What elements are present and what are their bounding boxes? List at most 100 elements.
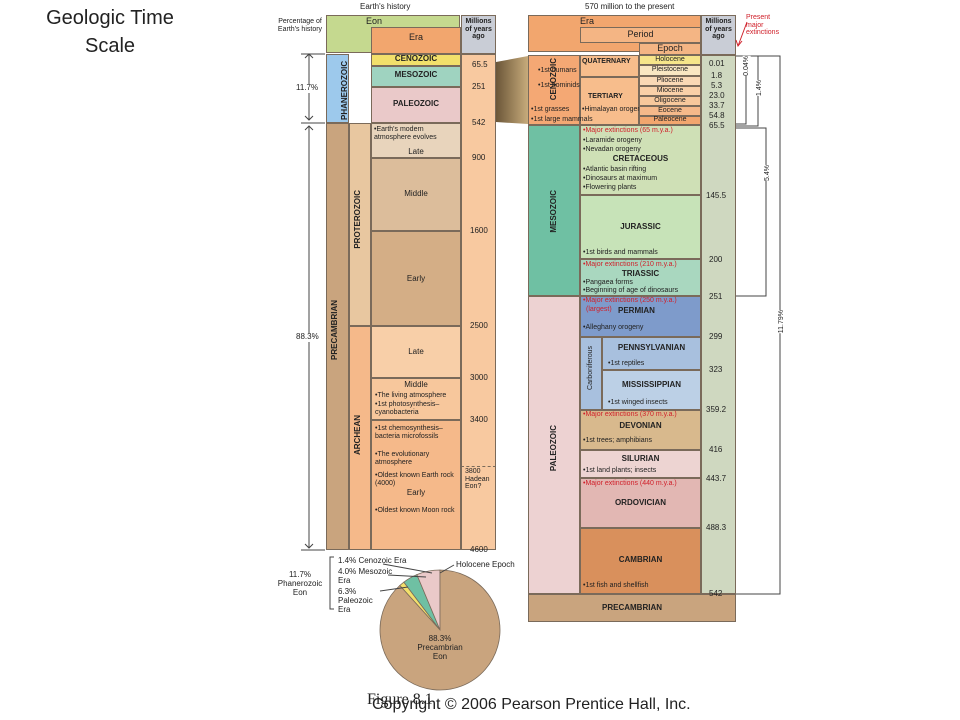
- paleozoic-era: [371, 87, 461, 123]
- archean-eon: [349, 326, 371, 550]
- arch-middle-label: Middle: [404, 380, 428, 389]
- mya-542: 542: [472, 118, 486, 127]
- mya-900: 900: [472, 153, 486, 162]
- rmya-251: 251: [709, 292, 723, 301]
- pct-004: 0.04%: [743, 56, 751, 76]
- prot-late-label: Late: [408, 147, 424, 156]
- paleozoic-label: PALEOZOIC: [392, 99, 440, 108]
- epoch-paleocene: [639, 116, 701, 125]
- mesozoic-label: MESOZOIC: [394, 70, 438, 79]
- carboniferous-label: Carboniferous: [587, 346, 594, 390]
- hadean-label: 3800 Hadean Eon?: [465, 468, 490, 491]
- right-epoch-label: Epoch: [657, 43, 683, 53]
- right-period-header: [580, 27, 701, 43]
- left-mya-header: [461, 15, 496, 54]
- paleozoic-right-label: PALEOZOIC: [549, 425, 558, 472]
- carboniferous-period: [580, 337, 602, 410]
- right-epoch-header: [639, 43, 701, 55]
- rmya-299: 299: [709, 332, 723, 341]
- arch-note-1: •The living atmosphere: [375, 392, 447, 399]
- rmya-416: 416: [709, 445, 723, 454]
- right-era-label: Era: [580, 16, 595, 26]
- epoch-pleistocene: [639, 65, 701, 76]
- tertiary-label: TERTIARY: [588, 93, 623, 100]
- precambrian-right-label: PRECAMBRIAN: [602, 603, 662, 612]
- phanerozoic-eon: [326, 54, 349, 123]
- cret-note-2: •Laramide orogeny: [583, 137, 642, 144]
- mya-1600: 1600: [470, 226, 488, 235]
- left-mya-col: [461, 54, 496, 550]
- rmya-001: 0.01: [709, 59, 725, 68]
- epoch-oligocene: [639, 96, 701, 106]
- precambrian-right: [528, 594, 736, 622]
- cenozoic-era-right: [528, 55, 580, 125]
- rmya-542: 542: [709, 589, 723, 598]
- cretaceous-period: [580, 125, 701, 195]
- rmya-4883: 488.3: [706, 523, 727, 532]
- precambrian-label: PRECAMBRIAN: [330, 300, 339, 360]
- arch-early: [371, 420, 461, 550]
- perm-note-1: •Major extinctions (250 m.y.a.): [583, 297, 677, 304]
- cret-note-5: •Dinosaurs at maximum: [583, 175, 658, 182]
- arch-note-2: •1st photosynthesis–cyanobacteria: [375, 401, 440, 416]
- perm-note-2: (largest): [586, 306, 612, 313]
- ordovician-label: ORDOVICIAN: [614, 498, 667, 507]
- pie-slice-precambrian: [379, 569, 501, 691]
- caption-copyright: Copyright © 2006 Pearson Prentice Hall, …: [372, 696, 691, 713]
- arch-late-label: Late: [408, 347, 424, 356]
- mya-3400: 3400: [470, 415, 488, 424]
- rmya-548: 54.8: [709, 111, 725, 120]
- perm-note-3: •Alleghany orogeny: [583, 324, 644, 331]
- cret-note-4: •Atlantic basin rifting: [583, 166, 647, 173]
- ceno-note-4: •1st large mammals: [531, 116, 593, 123]
- miss-note-1: •1st winged insects: [608, 399, 668, 406]
- right-mya-label: Millions of years ago: [705, 18, 732, 41]
- cenozoic-era: [371, 54, 461, 66]
- mississippian-label: MISSISSIPPIAN: [621, 380, 682, 389]
- rmya-323: 323: [709, 365, 723, 374]
- arch-note-4: •The evolutionary atmosphere: [375, 451, 430, 466]
- epoch-pleistocene-label: Pleistocene: [651, 66, 689, 73]
- prot-early: [371, 231, 461, 326]
- camb-note-1: •1st fish and shellfish: [583, 582, 649, 589]
- present-extinctions: Present major extinctions: [746, 14, 780, 37]
- epoch-miocene: [639, 86, 701, 96]
- pie-label-phanerozoic: 11.7% Phanerozoic Eon: [277, 570, 323, 597]
- cret-note-3: •Nevadan orogeny: [583, 146, 641, 153]
- paleozoic-era-right: [528, 296, 580, 594]
- mya-2500: 2500: [470, 321, 488, 330]
- cret-note-6: •Flowering plants: [583, 184, 637, 191]
- pct-14: 1.4%: [756, 80, 764, 96]
- quaternary-period: [580, 55, 639, 77]
- devonian-period: [580, 410, 701, 450]
- rmya-18: 1.8: [711, 71, 723, 80]
- tri-note-2: •Pangaea forms: [583, 279, 633, 286]
- epoch-eocene: [639, 106, 701, 116]
- rmya-200: 200: [709, 255, 723, 264]
- quaternary-label: QUATERNARY: [582, 58, 631, 65]
- ordovician-period: [580, 478, 701, 528]
- triassic-period: [580, 259, 701, 296]
- pie-chart: [379, 569, 501, 691]
- rmya-4437: 443.7: [706, 474, 727, 483]
- cambrian-period: [580, 528, 701, 594]
- pct-phanerozoic: 11.7%: [296, 83, 319, 93]
- arch-early-label: Early: [406, 488, 426, 497]
- dev-note-1: •Major extinctions (370 m.y.a.): [583, 411, 677, 418]
- ceno-note-2: •1st hominids: [538, 82, 580, 89]
- pie-label-paleozoic: 6.3% Paleozoic Era: [338, 587, 373, 614]
- arch-note-6: •Oldest known Moon rock: [375, 507, 455, 514]
- caption-figure: Figure 8.1: [367, 691, 433, 708]
- silurian-period: [580, 450, 701, 478]
- pie-label-precambrian: 88.3% Precambrian Eon: [417, 634, 463, 661]
- pie-bracket: [329, 556, 455, 610]
- penn-note-1: •1st reptiles: [608, 360, 645, 367]
- sil-note-1: •1st land plants; insects: [583, 467, 657, 474]
- prot-note: •Earth's modern atmosphere evolves: [374, 126, 437, 141]
- prot-early-label: Early: [406, 274, 426, 283]
- silurian-label: SILURIAN: [621, 454, 660, 463]
- cenozoic-label: CENOZOIC: [394, 54, 438, 63]
- left-pct-brackets: [301, 53, 325, 551]
- epoch-pliocene: [639, 76, 701, 86]
- jur-note-1: •1st birds and mammals: [583, 249, 658, 256]
